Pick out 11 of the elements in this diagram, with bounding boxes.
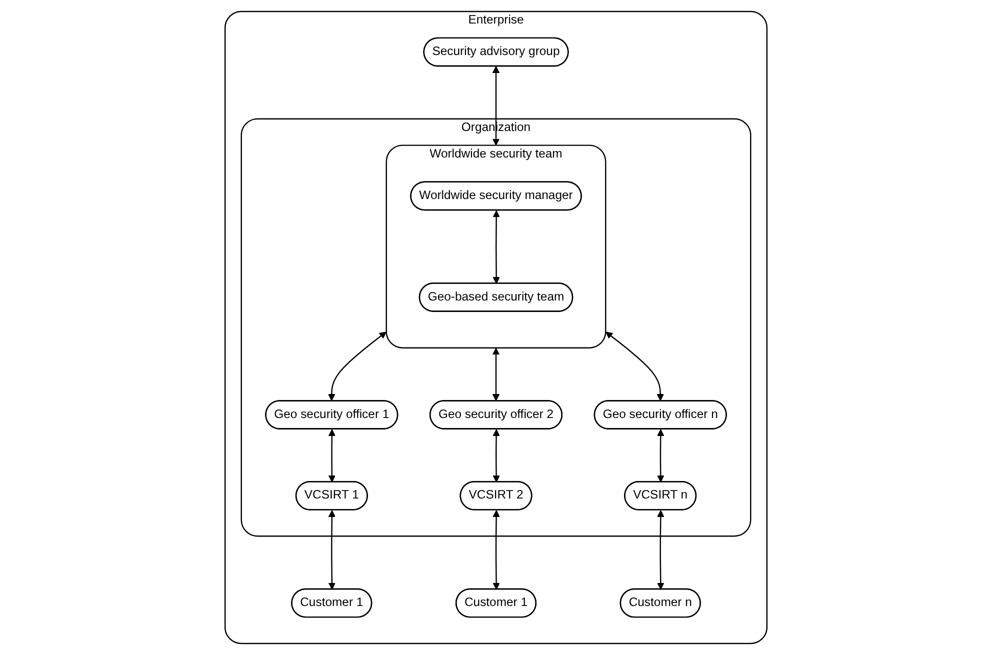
arrow — [328, 429, 336, 482]
arrow — [606, 332, 664, 402]
arrow — [328, 510, 336, 590]
arrow — [492, 210, 500, 284]
arrow — [492, 66, 500, 146]
arrow — [328, 332, 386, 402]
arrow — [492, 348, 500, 402]
arrow — [492, 429, 500, 482]
arrow — [657, 510, 664, 590]
arrow — [657, 429, 664, 482]
arrow — [492, 510, 500, 590]
